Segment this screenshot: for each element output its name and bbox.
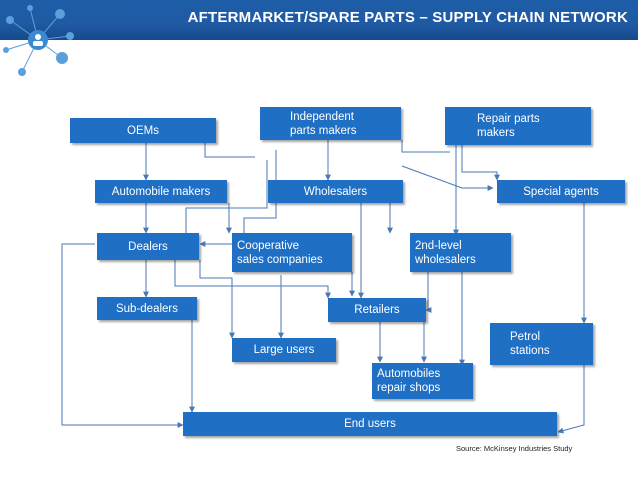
- node-petrol-stations: Petrol stations: [490, 323, 593, 365]
- node-2nd-level-label: 2nd-level wholesalers: [415, 239, 476, 266]
- node-special-agents: Special agents: [497, 180, 625, 203]
- node-special-agents-label: Special agents: [523, 185, 599, 198]
- node-dealers-label: Dealers: [128, 240, 168, 253]
- title-bar: AFTERMARKET/SPARE PARTS – SUPPLY CHAIN N…: [0, 0, 638, 40]
- node-petrol-label: Petrol stations: [510, 331, 550, 357]
- node-wholesalers: Wholesalers: [268, 180, 403, 203]
- node-cooperative-sales: Cooperative sales companies: [232, 233, 352, 272]
- node-retailers: Retailers: [328, 298, 426, 322]
- node-independent-parts-makers: Independent parts makers: [260, 107, 401, 140]
- node-auto-repair-label: Automobiles repair shops: [377, 368, 441, 394]
- network-logo-icon: [3, 5, 74, 76]
- node-end-users-label: End users: [344, 418, 396, 430]
- node-repair-parts-label: Repair parts makers: [477, 113, 540, 139]
- node-automobile-makers: Automobile makers: [95, 180, 227, 203]
- page-title: AFTERMARKET/SPARE PARTS – SUPPLY CHAIN N…: [187, 9, 628, 26]
- node-large-users: Large users: [232, 338, 336, 362]
- node-oems-label: OEMs: [127, 124, 159, 137]
- node-retailers-label: Retailers: [354, 304, 400, 316]
- node-large-users-label: Large users: [253, 344, 315, 356]
- node-dealers: Dealers: [97, 233, 199, 260]
- node-2nd-level-wholesalers: 2nd-level wholesalers: [410, 233, 511, 272]
- node-end-users: End users: [183, 412, 557, 436]
- node-automobiles-repair-shops: Automobiles repair shops: [372, 363, 473, 399]
- node-oems: OEMs: [70, 118, 216, 143]
- node-wholesalers-label: Wholesalers: [303, 185, 368, 198]
- node-cooperative-label: Cooperative sales companies: [237, 239, 323, 266]
- node-independent-label: Independent parts makers: [290, 110, 357, 137]
- source-citation: Source: McKinsey Industries Study: [456, 444, 573, 453]
- node-automobile-makers-label: Automobile makers: [111, 185, 211, 198]
- node-sub-dealers-label: Sub-dealers: [115, 302, 178, 315]
- node-repair-parts-makers: Repair parts makers: [445, 107, 591, 145]
- node-sub-dealers: Sub-dealers: [97, 297, 197, 320]
